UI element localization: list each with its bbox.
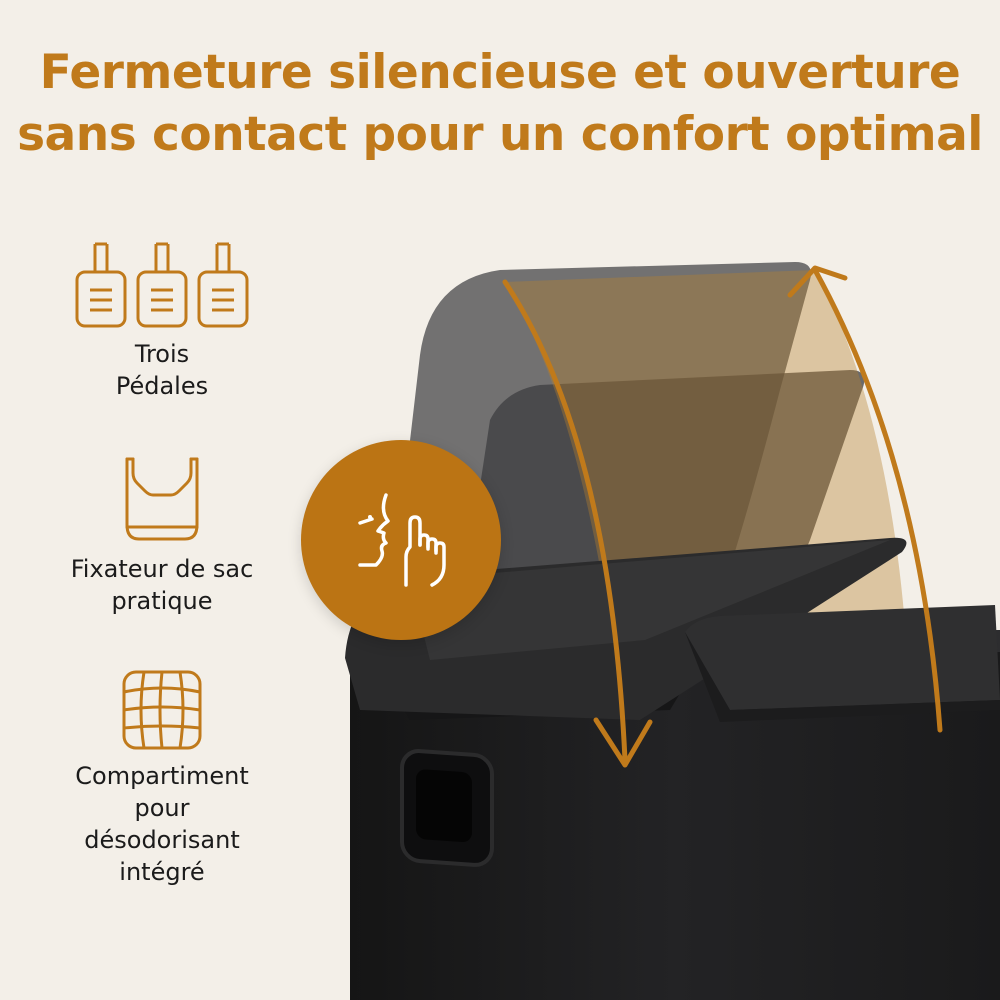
opening-arc-arrow	[502, 265, 943, 768]
feature-three-pedals-label: Trois Pédales	[42, 338, 282, 402]
feature-deodorant-line-1: Compartiment	[75, 762, 249, 790]
feature-deodorant-line-2: pour	[134, 794, 190, 822]
feature-deodorant-line-4: intégré	[119, 858, 205, 886]
feature-bag-holder-label: Fixateur de sac pratique	[42, 553, 282, 617]
three-pedals-icon	[75, 242, 249, 328]
feature-deodorant-compartment-label: Compartiment pour désodorisant intégré	[42, 760, 282, 888]
silent-touch-icon	[358, 493, 446, 587]
feature-bag-holder: Fixateur de sac pratique	[42, 455, 282, 617]
page-headline: Fermeture silencieuse et ouverture sans …	[0, 42, 1000, 166]
headline-line-2: sans contact pour un confort optimal	[17, 107, 983, 162]
headline-line-1: Fermeture silencieuse et ouverture	[39, 45, 961, 100]
feature-three-pedals-line-1: Trois	[134, 340, 190, 368]
feature-deodorant-compartment: Compartiment pour désodorisant intégré	[42, 668, 282, 888]
deodorizer-grid-icon	[122, 670, 202, 750]
feature-bag-holder-line-1: Fixateur de sac	[70, 555, 254, 583]
feature-three-pedals-line-2: Pédales	[115, 372, 209, 400]
feature-deodorant-line-3: désodorisant	[84, 826, 240, 854]
feature-bag-holder-line-2: pratique	[111, 587, 213, 615]
feature-three-pedals: Trois Pédales	[42, 238, 282, 402]
bin-body	[350, 630, 1000, 1000]
trash-bin-illustration	[345, 262, 1000, 1000]
bag-holder-icon	[125, 457, 199, 541]
silent-touchless-badge	[301, 440, 501, 640]
closed-right-lid	[685, 605, 1000, 710]
